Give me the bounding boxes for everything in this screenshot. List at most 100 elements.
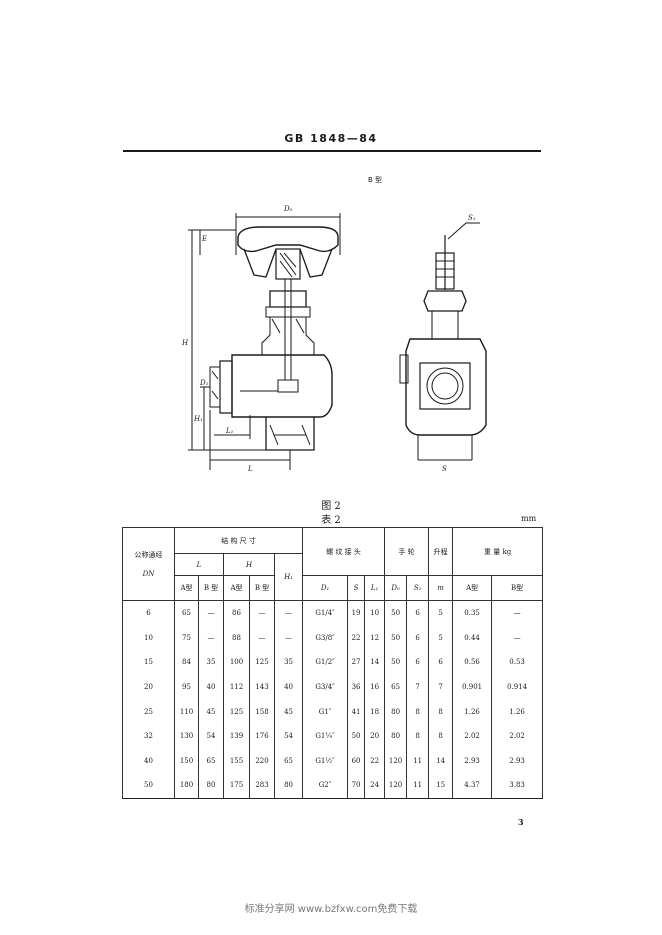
table-cell: 8 [428, 699, 454, 724]
table-cell: 35 [273, 650, 304, 675]
table-cell: 86 [223, 600, 250, 626]
table-cell: 8 [406, 699, 430, 724]
h1-header: H₁ [273, 553, 304, 601]
table-cell: 54 [198, 723, 224, 749]
dn-symbol: DN [142, 570, 155, 578]
table-cell: 155 [223, 748, 250, 774]
table-cell: 6 [406, 625, 430, 651]
table-cell: — [273, 600, 304, 626]
dim-l1: L₁ [225, 427, 234, 435]
wb-header: B型 [491, 575, 544, 601]
table-cell: 14 [364, 650, 386, 675]
table-cell: 14 [428, 748, 454, 774]
table-cell: 1.26 [491, 699, 544, 724]
table-cell: 22 [347, 625, 366, 651]
d1-header: D₁ [302, 575, 349, 601]
l-a-header: A型 [174, 575, 199, 601]
table-cell: 80 [273, 773, 304, 799]
table-cell: 3.83 [491, 773, 544, 799]
table-cell: G1/4″ [302, 600, 349, 626]
dn-header: 公称通经 DN [122, 527, 175, 601]
table-cell: 7 [428, 674, 454, 700]
table-cell: 36 [347, 674, 366, 700]
table-cell: 75 [174, 625, 199, 651]
table-cell: 65 [174, 600, 199, 626]
dim-e: E [201, 235, 207, 243]
table-cell: 54 [273, 723, 304, 749]
h-a-header: A型 [223, 575, 250, 601]
h-header: H [223, 553, 275, 576]
table-cell: G1″ [302, 699, 349, 724]
table-cell: 125 [223, 699, 250, 724]
lift-header: 升程 [428, 527, 454, 576]
table-cell: 2.02 [452, 723, 493, 749]
table-cell: 0.901 [452, 674, 493, 700]
table-cell: G1¼″ [302, 723, 349, 749]
table-cell: 0.53 [491, 650, 544, 675]
dim-h1: H₁ [193, 415, 203, 423]
table-cell: 22 [364, 748, 386, 774]
s-header: S [347, 575, 366, 601]
dim-s1: S₁ [468, 214, 476, 222]
table-cell: — [491, 625, 544, 651]
table-cell: 65 [198, 748, 224, 774]
table-cell: G3/8″ [302, 625, 349, 651]
table-cell: 6 [406, 650, 430, 675]
table-cell: — [249, 625, 275, 651]
table-cell: 40 [198, 674, 224, 700]
table-cell: 175 [223, 773, 250, 799]
dn-name: 公称通经 [134, 551, 163, 559]
table-cell: 110 [174, 699, 199, 724]
structure-header: 结 构 尺 寸 [173, 527, 304, 554]
table-cell: 24 [364, 773, 386, 799]
table-cell: 283 [249, 773, 275, 799]
table-cell: 130 [174, 723, 199, 749]
table-cell: 6 [406, 600, 430, 626]
table-cell: 2.93 [452, 748, 493, 774]
table-cell: 5 [428, 625, 454, 651]
table-cell: 12 [364, 625, 386, 651]
table-cell: 176 [249, 723, 275, 749]
table-cell: 5 [428, 600, 454, 626]
table-cell: 80 [198, 773, 224, 799]
table-cell: 139 [223, 723, 250, 749]
table-cell: 95 [174, 674, 199, 700]
table-cell: 180 [174, 773, 199, 799]
standard-header: GB 1848—84 [284, 132, 378, 145]
table-cell: 40 [273, 674, 304, 700]
table-cell: 45 [273, 699, 304, 724]
table-cell: G3/4″ [302, 674, 349, 700]
table-cell: 35 [198, 650, 224, 675]
m-header: m [428, 575, 454, 601]
table-cell: 15 [428, 773, 454, 799]
table-cell: 220 [249, 748, 275, 774]
table-cell: 84 [174, 650, 199, 675]
table-cell: 11 [406, 748, 430, 774]
table-cell: 65 [273, 748, 304, 774]
table-cell: — [273, 625, 304, 651]
thread-header: 螺 纹 接 头 [302, 527, 386, 576]
spec-table: 公称通经 DN 结 构 尺 寸 螺 纹 接 头 手 轮 升程 重 量 kg L … [122, 527, 544, 799]
table-cell: 4.37 [452, 773, 493, 799]
table-cell: 19 [347, 600, 366, 626]
table-cell: 27 [347, 650, 366, 675]
table-cell: 15 [122, 650, 175, 675]
table-cell: 0.44 [452, 625, 493, 651]
table-cell: 40 [122, 748, 175, 774]
dim-d0: D₀ [283, 205, 293, 213]
wa-header: A型 [452, 575, 493, 601]
dim-d1: D₁ [199, 379, 209, 387]
table-cell: 50 [384, 625, 408, 651]
table-cell: 120 [384, 748, 408, 774]
table-cell: — [198, 600, 224, 626]
table-cell: 2.93 [491, 748, 544, 774]
s1-header: S₁ [406, 575, 430, 601]
figure-caption: 图 2 [321, 501, 341, 512]
valve-drawing: D₀ E H H₁ D₁ L L₁ S S₁ [181, 205, 487, 473]
